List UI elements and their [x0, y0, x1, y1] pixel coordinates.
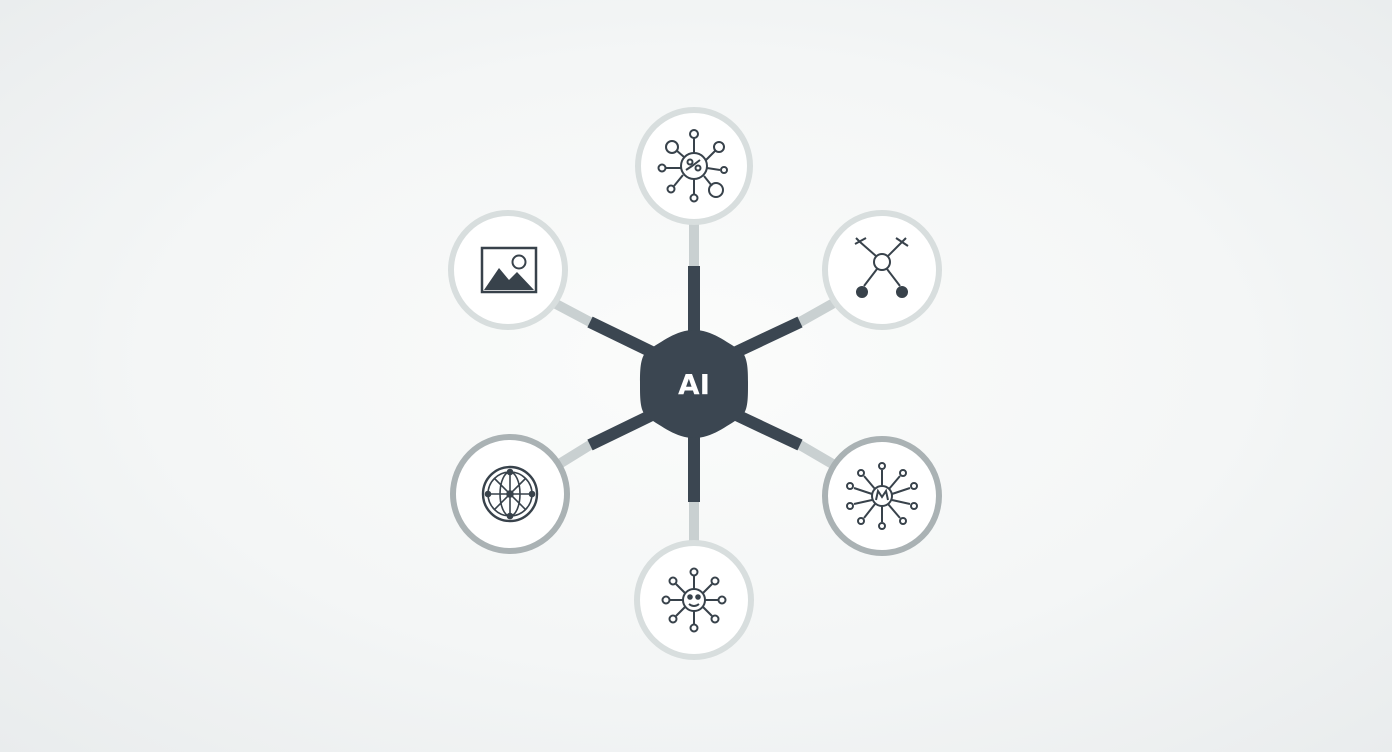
connected-nodes-icon	[854, 237, 909, 298]
node-upper-left[interactable]	[448, 210, 568, 330]
image-icon	[480, 246, 538, 294]
robot-network-icon	[661, 567, 727, 633]
dark-connector-lower-right	[727, 406, 803, 451]
dark-connector-lower-left	[587, 406, 661, 451]
light-connector-upper-left	[551, 299, 595, 327]
node-lower-left[interactable]	[450, 434, 570, 554]
global-network-icon	[481, 465, 539, 523]
network-hub-icon	[846, 462, 918, 530]
dark-connector-upper-left	[587, 316, 661, 361]
node-bottom[interactable]	[634, 540, 754, 660]
light-connector-lower-right	[795, 440, 841, 471]
node-ring	[448, 210, 568, 330]
node-ring	[635, 107, 753, 225]
dark-connectors	[587, 266, 803, 502]
light-connector-upper-right	[795, 299, 837, 327]
node-ring	[634, 540, 754, 660]
node-top[interactable]	[635, 107, 753, 225]
node-upper-right[interactable]	[822, 210, 942, 330]
light-connectors	[551, 217, 841, 553]
hub-shape	[640, 330, 748, 438]
neural-network-icon	[657, 129, 728, 203]
hub-label: AI	[678, 368, 710, 401]
node-lower-right[interactable]	[822, 436, 942, 556]
light-connector-lower-left	[551, 440, 595, 471]
dark-connector-upper-right	[727, 316, 803, 361]
ai-hub: AI	[640, 330, 748, 438]
